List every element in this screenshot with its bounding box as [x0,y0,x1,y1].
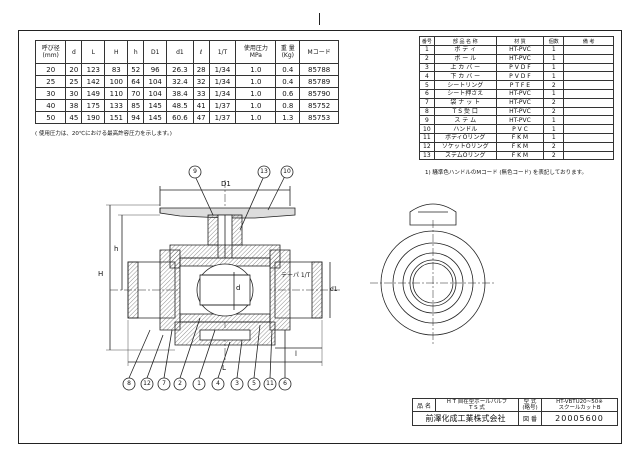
balloon-circle [278,377,292,391]
balloon-circle [122,377,136,391]
dim-label-taper: テーパ 1/T [281,272,311,279]
left-union-nut [159,249,181,331]
dim-col-header: d1 [166,40,194,64]
part-balloon: 5 [252,380,256,387]
dim-label-l: l [295,350,297,358]
balloon-circle [211,377,225,391]
part-balloon: 13 [260,168,268,175]
dim-label-d1-socket: d1 [330,286,338,293]
dim-label-h: h [114,245,119,253]
dim-label-L: L [222,364,226,372]
dim-table-cell: 145 [143,111,168,124]
dim-table-cell: 50 [34,111,67,124]
dim-table-cell: 83 [104,63,129,76]
parts-col-header: 備 考 [563,36,614,46]
part-balloon: 11 [266,380,274,387]
parts-table-cell [563,150,614,161]
doc-number: 20005600 [541,411,618,426]
part-balloon: 9 [193,168,197,175]
part-balloon: 1 [197,380,201,387]
dim-table-cell: 85753 [299,111,339,124]
balloon-circle [140,377,154,391]
dim-label-H: H [98,270,104,278]
dim-label-d: d [236,284,241,292]
balloon-circle [173,377,187,391]
balloon-circle [192,377,206,391]
dim-col-header: Mコード [299,40,339,64]
title-model-label: 型 式 (略号) [518,398,542,412]
title-model-value: HT-VBTU20~50※ スクールカットB [541,398,618,412]
dim-col-header: D1 [143,40,168,64]
balloon-circle [188,165,202,179]
end-view-handle [409,203,457,226]
parts-table-cell: 2 [543,150,565,161]
title-name-value: H T 自在型ボールバルブ T S 式 [435,398,519,412]
dim-label-d1: D1 [221,180,231,188]
balloon-circle [230,377,244,391]
dim-table-cell: 85788 [299,63,339,76]
part-balloon: 12 [143,380,151,387]
balloon-circle [257,165,271,179]
parts-table-header: 番号部 品 名 称材 質個数備 考 [419,36,614,46]
part-balloon: 6 [283,380,287,387]
balloon-circle [157,377,171,391]
dim-table-cell: 47 [192,111,210,124]
company-name: 前澤化成工業株式会社 [412,411,519,426]
part-balloon: 8 [127,380,131,387]
dimension-footnote: ( 使用圧力は、20℃における最高許容圧力を示します。) [35,131,172,137]
balloon-circle [247,377,261,391]
dim-col-header: L [81,40,106,64]
title-block: 品 名 H T 自在型ボールバルブ T S 式 型 式 (略号) HT-VBTU… [412,398,618,426]
dim-table-cell: 40 [34,99,67,112]
drawing-frame [18,30,622,444]
dim-col-header: 1/T [208,40,237,64]
part-balloon: 2 [178,380,182,387]
title-name-label: 品 名 [412,398,436,412]
parts-note: 1) 騒準色ハンドルのMコード (無色コード) を表記しております。 [425,170,588,176]
dim-table-cell: 1.0 [235,111,277,124]
part-balloon: 3 [235,380,239,387]
dim-col-header: 呼び径 (mm) [34,40,67,64]
part-balloon: 7 [162,380,166,387]
part-balloon: 4 [216,380,220,387]
sheet-center-mark [319,13,320,25]
part-balloon: 10 [283,168,291,175]
right-union-nut [269,249,291,331]
doc-number-label: 図 番 [518,411,542,426]
balloon-circle [263,377,277,391]
dim-table-cell: 151 [104,111,129,124]
balloon-circle [280,165,294,179]
dim-table-cell: 1.3 [275,111,301,124]
parts-col-header: 個数 [543,36,565,46]
